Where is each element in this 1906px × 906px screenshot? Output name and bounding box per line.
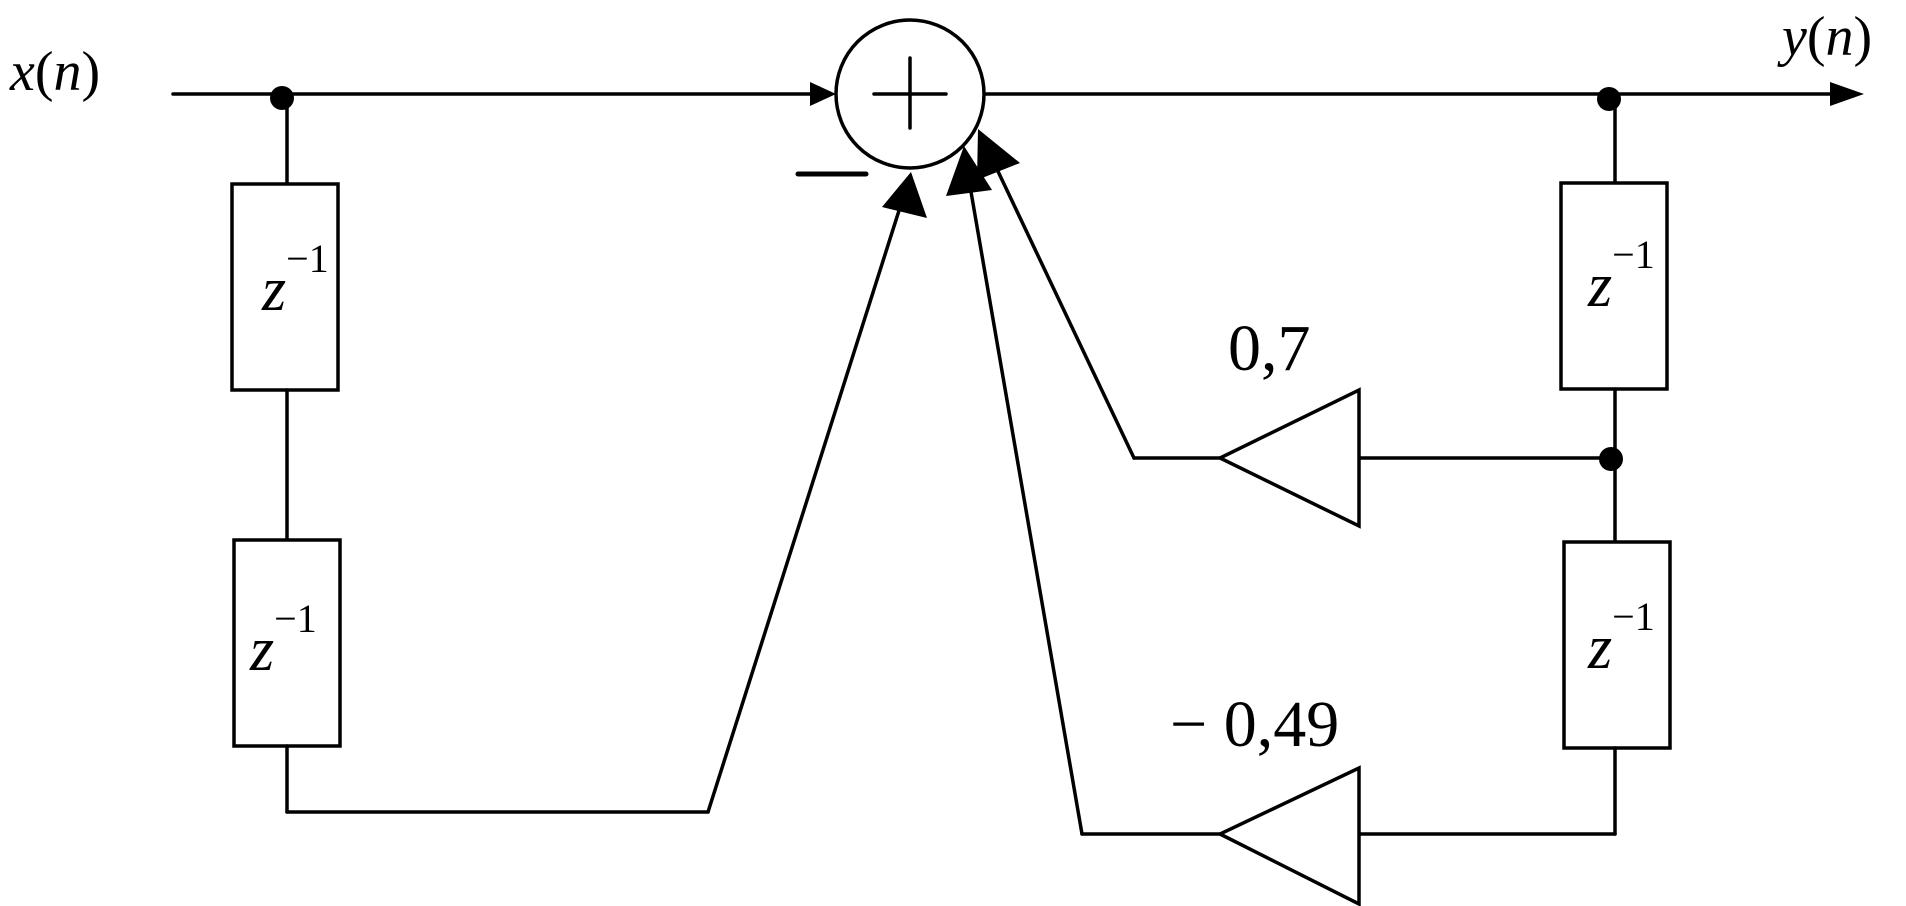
right-delay-2-label: z−1: [1587, 594, 1655, 682]
left-feed-diagonal: [706, 196, 905, 814]
left-delay-1-label: z−1: [261, 236, 329, 324]
gain-2-diagonal: [968, 184, 1084, 836]
gain-1-arrowhead: [977, 129, 1020, 180]
left-junction-dot: [270, 86, 294, 110]
gain-1-diagonal: [993, 163, 1136, 460]
right-delay-1-label: z−1: [1587, 232, 1655, 320]
gain-2-triangle: [1216, 765, 1361, 906]
gain-2-label: − 0,49: [1170, 688, 1339, 761]
gain-1-label: 0,7: [1228, 312, 1311, 385]
right-delay-1: [1559, 181, 1669, 391]
input-label: x(n): [9, 41, 100, 103]
left-feed-arrowhead: [882, 172, 927, 218]
output-arrowhead: [1830, 82, 1864, 106]
output-label: y(n): [1777, 6, 1872, 68]
gain-1-triangle: [1216, 387, 1361, 529]
right-top-junction-dot: [1597, 87, 1621, 111]
input-arrowhead: [810, 82, 836, 106]
left-delay-1: [230, 182, 340, 392]
left-delay-2: [232, 538, 342, 748]
right-delay-2: [1562, 540, 1672, 750]
gain-2-arrowhead: [946, 146, 992, 196]
left-delay-2-label: z−1: [249, 596, 317, 684]
